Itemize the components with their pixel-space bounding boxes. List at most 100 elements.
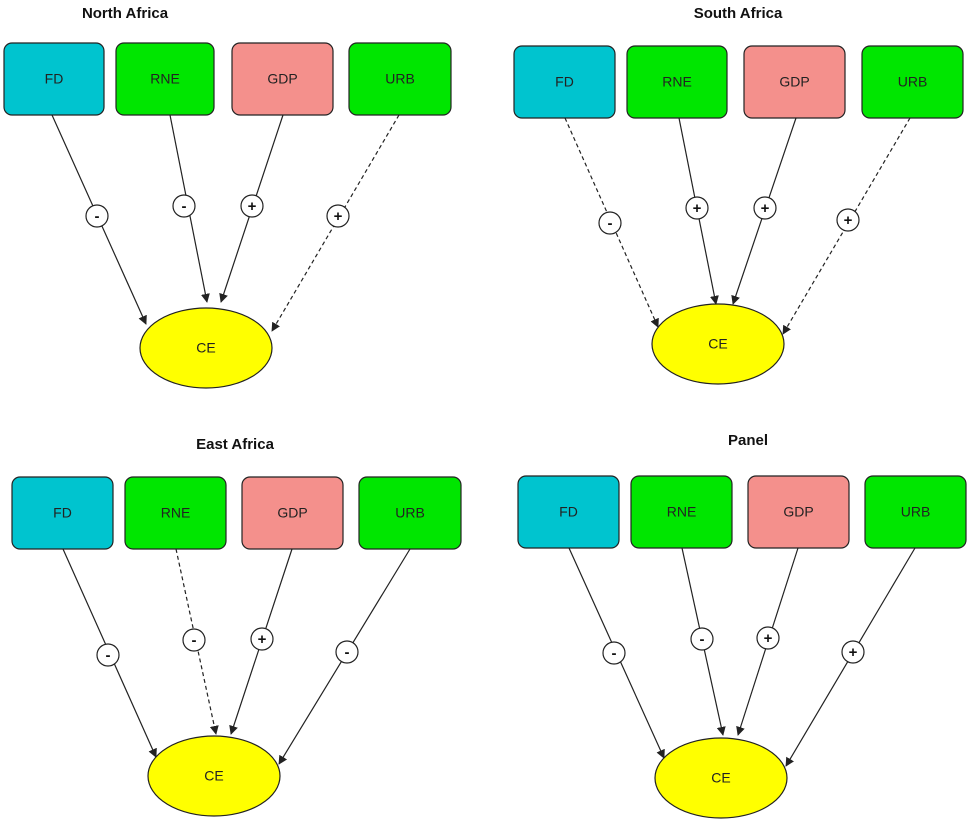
node-label: FD [559,504,578,520]
node-label: GDP [267,71,297,87]
node-fd: FD [517,475,620,549]
sign-rne-negative: - [172,194,196,218]
node-box [517,475,620,549]
node-label: RNE [662,74,692,90]
sign-circle [240,194,264,218]
sign-fd-negative: - [85,204,109,228]
sign-label: + [693,200,702,217]
node-rne: RNE [115,42,215,116]
sign-circle [326,204,350,228]
node-label: GDP [779,74,809,90]
node-label: GDP [277,505,307,521]
node-label: URB [385,71,415,87]
node-label: RNE [161,505,191,521]
node-box [864,475,967,549]
node-box [231,42,334,116]
sign-circle [172,194,196,218]
node-fd: FD [11,476,114,550]
sign-label: + [764,630,773,647]
node-box [513,45,616,119]
sign-circle [841,640,865,664]
node-box [743,45,846,119]
node-box [630,475,733,549]
node-gdp: GDP [231,42,334,116]
sign-circle [182,628,206,652]
node-box [861,45,964,119]
sign-circle [836,208,860,232]
sign-fd-negative: - [602,641,626,665]
node-urb: URB [861,45,964,119]
node-label: RNE [150,71,180,87]
sign-gdp-positive: + [756,626,780,650]
sign-label: - [106,647,111,664]
sign-rne-negative: - [182,628,206,652]
sign-circle [602,641,626,665]
panel-title: South Africa [694,5,783,22]
node-rne: RNE [630,475,733,549]
node-ce: CE [139,307,273,389]
node-fd: FD [3,42,105,116]
node-box [124,476,227,550]
sign-circle [85,204,109,228]
node-box [115,42,215,116]
node-rne: RNE [124,476,227,550]
panel-title: Panel [728,432,768,449]
sign-urb-positive: + [326,204,350,228]
sign-circle [598,211,622,235]
node-ce: CE [654,737,788,819]
node-box [3,42,105,116]
target-ellipse [147,735,281,817]
node-box [747,475,850,549]
node-ce: CE [147,735,281,817]
sign-rne-negative: - [690,627,714,651]
sign-label: + [849,644,858,661]
sign-gdp-positive: + [240,194,264,218]
sign-label: - [182,198,187,215]
node-box [348,42,452,116]
node-label: GDP [783,504,813,520]
target-ellipse [139,307,273,389]
target-label: CE [204,768,223,784]
sign-circle [756,626,780,650]
node-label: FD [45,71,64,87]
sign-label: - [608,215,613,232]
node-label: RNE [667,504,697,520]
node-box [11,476,114,550]
sign-urb-positive: + [836,208,860,232]
node-gdp: GDP [241,476,344,550]
sign-label: - [612,645,617,662]
sign-label: - [700,631,705,648]
target-label: CE [711,770,730,786]
target-ellipse [654,737,788,819]
sign-label: - [192,632,197,649]
target-label: CE [708,336,727,352]
sign-label: - [345,644,350,661]
sign-circle [335,640,359,664]
panel-title: North Africa [82,5,169,22]
sign-fd-negative: - [96,643,120,667]
sign-label: + [334,208,343,225]
node-label: URB [898,74,928,90]
target-ellipse [651,303,785,385]
sign-label: + [248,198,257,215]
sign-gdp-positive: + [753,196,777,220]
panel-title: East Africa [196,436,274,453]
sign-urb-negative: - [335,640,359,664]
node-ce: CE [651,303,785,385]
sign-rne-positive: + [685,196,709,220]
node-label: URB [395,505,425,521]
sign-circle [690,627,714,651]
sign-label: - [95,208,100,225]
node-box [358,476,462,550]
node-urb: URB [358,476,462,550]
node-gdp: GDP [743,45,846,119]
node-urb: URB [348,42,452,116]
node-box [626,45,728,119]
sign-label: + [258,631,267,648]
sign-label: + [761,200,770,217]
sign-gdp-positive: + [250,627,274,651]
